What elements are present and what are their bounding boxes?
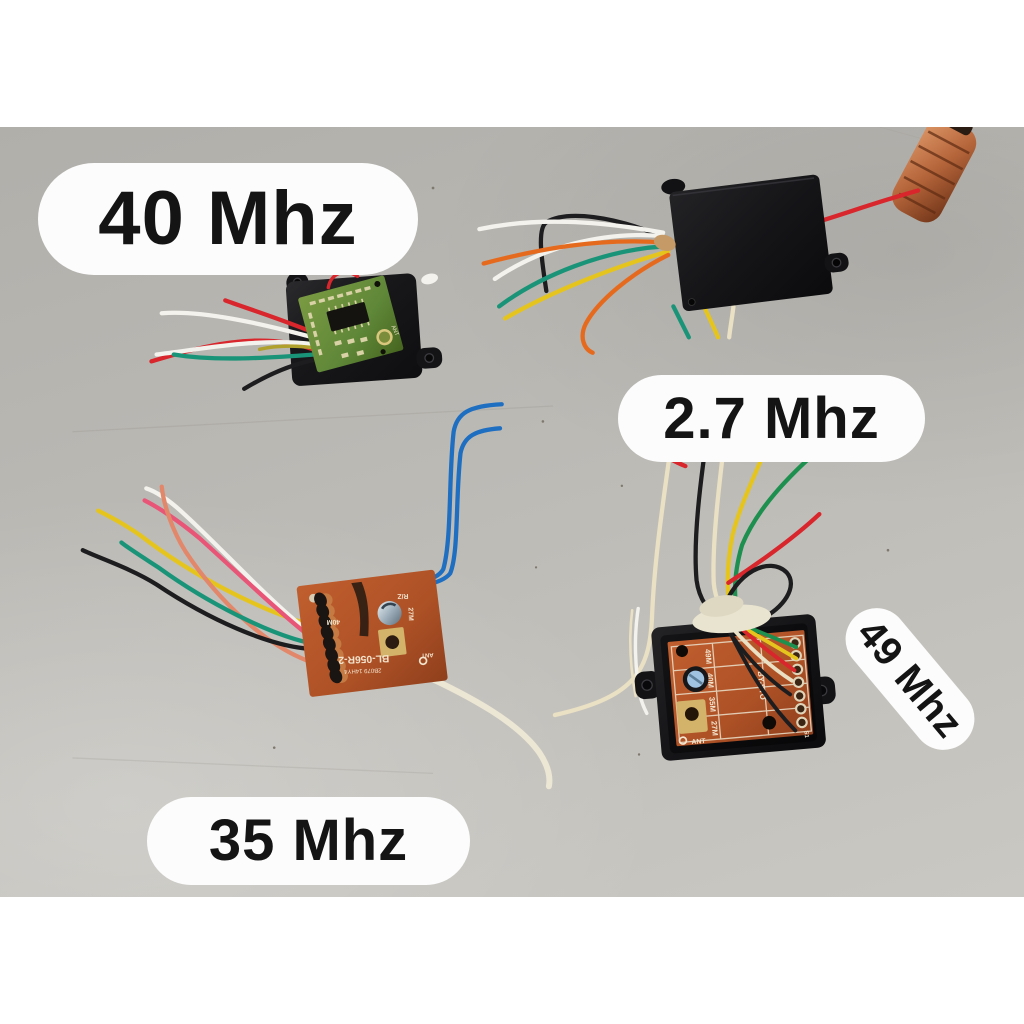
wire-teal	[496, 244, 667, 309]
ear-hole	[641, 679, 653, 691]
strain-relief-tape	[692, 595, 772, 634]
wire-red	[223, 298, 315, 335]
wire-red	[740, 627, 797, 673]
board-text: 27M	[407, 607, 414, 621]
black-box-wire-bundle	[477, 213, 736, 355]
smd-components	[307, 285, 371, 359]
wire-white	[144, 486, 310, 634]
orange-receiver-board: BL-056R-2 2B079 14HY4 40M 27M R/Z ANT	[296, 569, 448, 697]
ant-ring	[418, 656, 428, 666]
board-text: 49M	[703, 649, 713, 665]
flux-smear	[351, 581, 369, 637]
surface-specks	[272, 186, 890, 756]
wire-black	[80, 548, 314, 652]
label-2-7mhz: 2.7 Mhz	[618, 375, 925, 462]
label-40mhz: 40 Mhz	[38, 163, 418, 275]
wire-teal	[119, 540, 312, 646]
wire-teal	[671, 304, 691, 340]
ant-pad	[376, 328, 393, 346]
wire-white	[159, 310, 315, 340]
ear-hole	[424, 353, 435, 363]
wire-black	[727, 629, 793, 697]
wire-yellow	[96, 508, 310, 627]
board-text: 40M	[705, 673, 715, 689]
green-module-wires	[149, 298, 319, 391]
board-text: 27M	[709, 720, 719, 736]
board-text: BL-056R-2	[338, 652, 390, 665]
green-pcb: ANT	[298, 275, 404, 373]
wire-cream	[731, 627, 794, 683]
ear-hole	[831, 257, 842, 268]
board-text: ANT	[389, 324, 399, 337]
wire-white	[154, 339, 315, 357]
board-text: ANT	[421, 651, 434, 657]
wire-cream	[552, 406, 679, 718]
wire-green	[732, 442, 827, 623]
wire-red	[726, 512, 822, 585]
wire-black	[538, 213, 667, 294]
photo-scene: ANT	[72, 127, 977, 790]
board-text: ANT	[691, 738, 706, 746]
wire-cream	[629, 609, 637, 698]
wire-white	[477, 219, 666, 235]
ic-chip	[326, 302, 370, 332]
black-box-module	[661, 174, 849, 312]
wire-orange	[481, 239, 669, 266]
wire-black	[242, 357, 319, 391]
wire-cream	[727, 304, 736, 340]
boxed-receiver-module: 49M 40M 35M 27M BY-STO ANT S1	[634, 614, 836, 761]
board-text: 2B079 14HY4	[343, 666, 381, 673]
board-text: S1	[802, 730, 809, 738]
copper-coil	[892, 127, 977, 223]
wire-blue	[381, 426, 503, 590]
wire-orange	[580, 252, 671, 355]
solder-joints	[314, 592, 348, 684]
ant-ring	[678, 736, 688, 745]
wire-antenna-white	[414, 669, 553, 790]
board-text: 35M	[707, 697, 717, 713]
label-35mhz: 35 Mhz	[147, 797, 470, 885]
wire-pink	[142, 498, 312, 639]
photo-area: ANT	[0, 127, 1024, 897]
wire-black	[721, 563, 793, 622]
wire-olive	[257, 344, 315, 352]
board-text: 40M	[326, 618, 340, 625]
board-text: R/Z	[397, 592, 408, 599]
green-receiver-module: ANT	[149, 270, 443, 391]
wire-teal	[171, 352, 317, 361]
wire-yellow	[502, 249, 671, 321]
wire-entry	[653, 234, 676, 252]
